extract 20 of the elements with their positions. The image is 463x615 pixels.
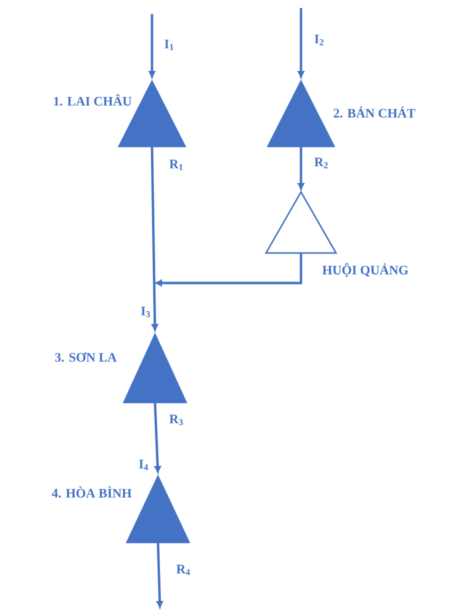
flow-label: I$_{4}$ (139, 460, 148, 470)
arrow (150, 146, 158, 331)
arrow (148, 14, 156, 78)
arrow (155, 253, 302, 286)
station-name: 4. HÒA BÌNH (52, 486, 132, 498)
flow-label: R$_{3}$ (169, 414, 183, 426)
flow-label: R$_{1}$ (169, 160, 183, 170)
flow-label: I$_{3}$ (141, 306, 150, 318)
arrow (298, 147, 304, 190)
station-name: 3. SƠN LA (55, 352, 117, 362)
arrow (154, 402, 161, 473)
station-name: 1. LAI CHÂU (54, 94, 132, 106)
flow-label: R$_{2}$ (314, 158, 328, 168)
arrow (298, 8, 304, 78)
flow-label: R$_{4}$ (176, 564, 190, 576)
station-name: 2. BẢN CHÁT (334, 106, 416, 118)
flow-label: I$_{2}$ (314, 34, 324, 46)
station-name: HUỘI QUẢNG (322, 263, 408, 277)
flow-label: I$_{1}$ (164, 40, 174, 50)
arrow (156, 542, 163, 608)
